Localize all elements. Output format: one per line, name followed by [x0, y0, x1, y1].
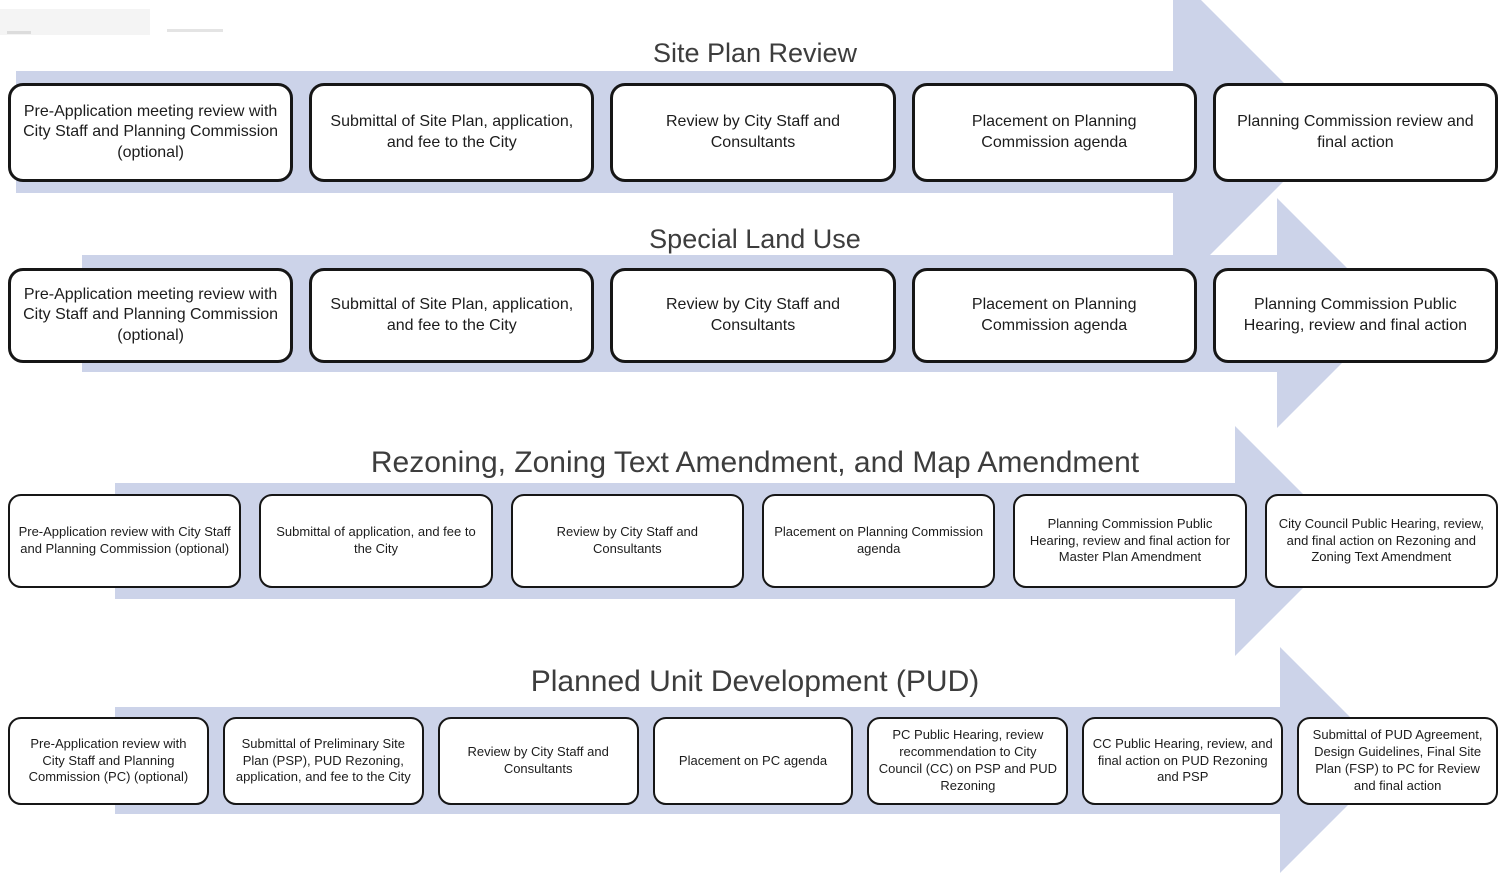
step-label: Pre-Application meeting review with City…: [23, 285, 279, 344]
row-title: Planned Unit Development (PUD): [530, 665, 980, 698]
step-label: Placement on Planning Commission agenda: [774, 524, 984, 556]
step-box: Review by City Staff and Consultants: [610, 83, 896, 182]
step-label: Placement on PC agenda: [678, 752, 828, 768]
step-box: Planning Commission review and final act…: [1212, 83, 1499, 182]
step-box: Review by City Staff and Consultants: [610, 268, 896, 363]
step-box: Planning Commission Public Hearing, revi…: [1212, 268, 1499, 363]
step-label: Submittal of Site Plan, application, and…: [330, 296, 574, 334]
step-label: Submittal of Site Plan, application, and…: [330, 113, 574, 151]
row-title: Special Land Use: [649, 224, 861, 254]
step-label: PC Public Hearing, review recommendation…: [878, 727, 1057, 793]
step-label: Submittal of Preliminary Site Plan (PSP)…: [235, 735, 411, 785]
step-box: Placement on Planning Commission agenda: [911, 268, 1197, 363]
step-label: Review by City Staff and Consultants: [556, 524, 699, 556]
scan-artifact: [7, 31, 31, 34]
row-title: Rezoning, Zoning Text Amendment, and Map…: [370, 446, 1140, 479]
step-label: Submittal of application, and fee to the…: [276, 524, 476, 556]
step-box: Submittal of Site Plan, application, and…: [309, 268, 595, 363]
step-label: Review by City Staff and Consultants: [666, 113, 841, 151]
step-label: Review by City Staff and Consultants: [666, 296, 841, 334]
step-boxes: Pre-Application meeting review with City…: [8, 83, 1499, 182]
scan-artifact: [167, 29, 223, 32]
step-label: Placement on Planning Commission agenda: [971, 113, 1137, 151]
step-box: Placement on PC agenda: [652, 717, 854, 805]
step-box: City Council Public Hearing, review, and…: [1264, 494, 1498, 588]
step-label: Planning Commission Public Hearing, revi…: [1029, 515, 1231, 565]
step-box: Review by City Staff and Consultants: [510, 494, 744, 588]
step-box: Submittal of Preliminary Site Plan (PSP)…: [222, 717, 424, 805]
step-box: Submittal of PUD Agreement, Design Guide…: [1297, 717, 1499, 805]
step-label: Pre-Application meeting review with City…: [23, 102, 279, 161]
step-label: Pre-Application review with City Staff a…: [28, 735, 189, 785]
step-box: Pre-Application review with City Staff a…: [8, 717, 209, 805]
step-box: Pre-Application meeting review with City…: [8, 268, 294, 363]
step-box: CC Public Hearing, review, and final act…: [1082, 717, 1284, 805]
scan-artifact: [0, 9, 150, 35]
step-box: Pre-Application review with City Staff a…: [8, 494, 242, 588]
step-box: Submittal of Site Plan, application, and…: [309, 83, 595, 182]
step-label: Placement on Planning Commission agenda: [971, 296, 1137, 334]
step-boxes: Pre-Application review with City Staff a…: [8, 494, 1498, 588]
step-label: City Council Public Hearing, review, and…: [1278, 515, 1484, 565]
step-box: Pre-Application meeting review with City…: [8, 83, 294, 182]
step-box: Planning Commission Public Hearing, revi…: [1013, 494, 1247, 588]
step-label: CC Public Hearing, review, and final act…: [1092, 735, 1273, 785]
step-box: Placement on Planning Commission agenda: [761, 494, 996, 588]
step-box: Submittal of application, and fee to the…: [259, 494, 493, 588]
step-box: PC Public Hearing, review recommendation…: [867, 717, 1069, 805]
step-boxes: Pre-Application meeting review with City…: [8, 268, 1499, 363]
row-title: Site Plan Review: [652, 38, 858, 68]
step-label: Planning Commission Public Hearing, revi…: [1243, 296, 1468, 334]
step-label: Review by City Staff and Consultants: [467, 744, 609, 776]
step-box: Placement on Planning Commission agenda: [911, 83, 1197, 182]
step-box: Review by City Staff and Consultants: [437, 717, 639, 805]
step-boxes: Pre-Application review with City Staff a…: [8, 717, 1499, 805]
step-label: Planning Commission review and final act…: [1237, 113, 1474, 151]
step-label: Submittal of PUD Agreement, Design Guide…: [1312, 727, 1483, 793]
step-label: Pre-Application review with City Staff a…: [18, 524, 231, 556]
